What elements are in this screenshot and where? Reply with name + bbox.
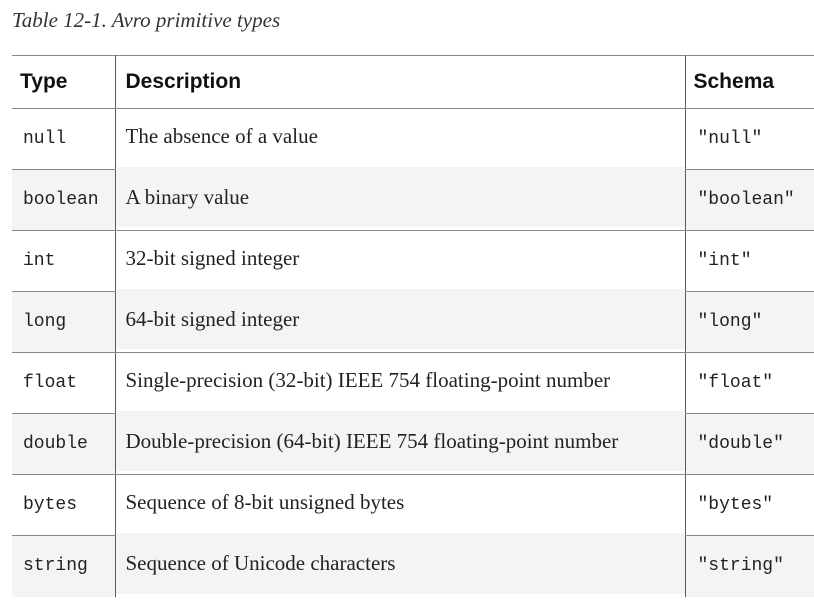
table-row: string Sequence of Unicode characters "s… [12, 532, 814, 597]
cell-description: 32-bit signed integer [115, 227, 686, 289]
cell-type: long [12, 291, 116, 353]
table-caption: Table 12-1. Avro primitive types [12, 8, 281, 32]
header-schema: Schema [685, 55, 814, 109]
cell-description: 64-bit signed integer [115, 288, 686, 350]
cell-schema: "int" [685, 230, 814, 292]
table-row: null The absence of a value "null" [12, 105, 814, 170]
cell-schema: "double" [685, 413, 814, 475]
cell-type: boolean [12, 169, 116, 231]
cell-schema: "float" [685, 352, 814, 414]
table-row: double Double-precision (64-bit) IEEE 75… [12, 410, 814, 475]
cell-type: string [12, 535, 116, 597]
table-row: boolean A binary value "boolean" [12, 166, 814, 231]
cell-description: The absence of a value [115, 105, 686, 167]
cell-schema: "long" [685, 291, 814, 353]
cell-schema: "string" [685, 535, 814, 597]
cell-type: double [12, 413, 116, 475]
cell-description: Single-precision (32-bit) IEEE 754 float… [115, 349, 686, 411]
cell-type: float [12, 352, 116, 414]
table-header: Type Description Schema [12, 55, 814, 109]
cell-description: Sequence of Unicode characters [115, 532, 686, 594]
cell-schema: "bytes" [685, 474, 814, 536]
cell-schema: "null" [685, 108, 814, 170]
cell-type: int [12, 230, 116, 292]
header-type: Type [12, 55, 116, 109]
table-row: long 64-bit signed integer "long" [12, 288, 814, 353]
cell-type: bytes [12, 474, 116, 536]
table-row: int 32-bit signed integer "int" [12, 227, 814, 292]
table-row: bytes Sequence of 8-bit unsigned bytes "… [12, 471, 814, 536]
cell-schema: "boolean" [685, 169, 814, 231]
cell-description: Sequence of 8-bit unsigned bytes [115, 471, 686, 533]
table-row: float Single-precision (32-bit) IEEE 754… [12, 349, 814, 414]
cell-description: Double-precision (64-bit) IEEE 754 float… [115, 410, 686, 472]
header-row: Type Description Schema [12, 55, 814, 109]
table-body: null The absence of a value "null" boole… [12, 105, 814, 597]
cell-description: A binary value [115, 166, 686, 228]
avro-primitive-types-table: Type Description Schema null The absence… [12, 55, 814, 597]
cell-type: null [12, 108, 116, 170]
header-description: Description [115, 55, 686, 109]
